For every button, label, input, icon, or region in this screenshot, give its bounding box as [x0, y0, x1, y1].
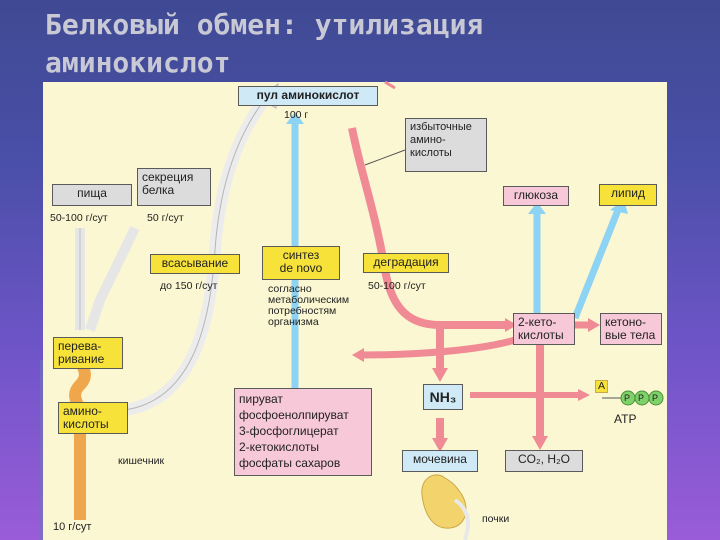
top-red-pointer [384, 80, 396, 90]
precursors-arrowhead [352, 348, 364, 362]
synthesis-box: синтез de novo [262, 246, 340, 280]
precursors-box: пируват фосфоенолпируват 3-фосфоглицерат… [234, 388, 372, 476]
ketone-arrowhead [588, 318, 600, 332]
atp-p1: P [624, 393, 631, 403]
urea-arrowhead [432, 438, 448, 452]
secretion-rate-label: 50 г/сут [147, 212, 184, 224]
ketoacid-arrowhead [505, 318, 517, 332]
excretion-rate-label: 10 г/сут [53, 521, 92, 533]
pool-amount-label: 100 г [284, 109, 309, 121]
glucose-box: глюкоза [503, 186, 569, 206]
food-rate-label: 50-100 г/сут [50, 212, 108, 224]
decorative-bar [40, 360, 44, 540]
nh3-box: NH₃ [423, 384, 463, 410]
synthesis-note: согласно метаболическим потребностям орг… [268, 283, 350, 328]
ketoacid-to-precursors [361, 336, 516, 359]
excess-amino-acids-box: избыточные амино- кислоты [405, 118, 487, 172]
kidney-shape [421, 474, 467, 529]
glucose-arrowhead [528, 202, 546, 214]
excess-pointer [364, 149, 406, 166]
amino-acid-pool-box: пул аминокислот [238, 86, 378, 106]
lipid-box: липид [599, 184, 657, 206]
intestine-label: кишечник [118, 455, 165, 467]
amino-acids-box: амино- кислоты [58, 402, 128, 434]
nh3-arrowhead [432, 368, 448, 382]
co2-h2o-box: CO₂, H₂O [505, 450, 583, 472]
kidneys-label: почки [482, 513, 510, 525]
food-box: пища [52, 184, 132, 206]
atp-arrowhead [578, 389, 590, 401]
secretion-arrow [85, 225, 140, 332]
absorption-arrow [123, 91, 273, 416]
degradation-rate-label: 50-100 г/сут [368, 280, 426, 292]
degradation-box: деградация [363, 253, 449, 273]
atp-p2: P [638, 393, 645, 403]
synthesis-arrowhead [286, 112, 304, 124]
urea-box: мочевина [402, 450, 478, 472]
atp-adenine: A [595, 380, 609, 393]
secretion-box: секреция белка [137, 168, 211, 206]
ketone-bodies-box: кетоно- вые тела [600, 313, 662, 345]
co2-arrowhead [532, 436, 548, 450]
absorption-arrow-edge [124, 94, 269, 411]
ketoacids-box: 2-кето- кислоты [513, 313, 575, 345]
digestion-box: перева- ривание [53, 337, 123, 369]
ureter [453, 498, 470, 540]
absorption-box: всасывание [150, 254, 240, 274]
atp-label: ATP [614, 412, 637, 426]
slide-title: Белковый обмен: утилизация аминокислот [45, 8, 484, 79]
absorption-rate-label: до 150 г/сут [160, 280, 218, 292]
lipid-arrow [571, 208, 622, 320]
atp-p3: P [652, 393, 659, 403]
atp-phosphates [602, 390, 664, 406]
